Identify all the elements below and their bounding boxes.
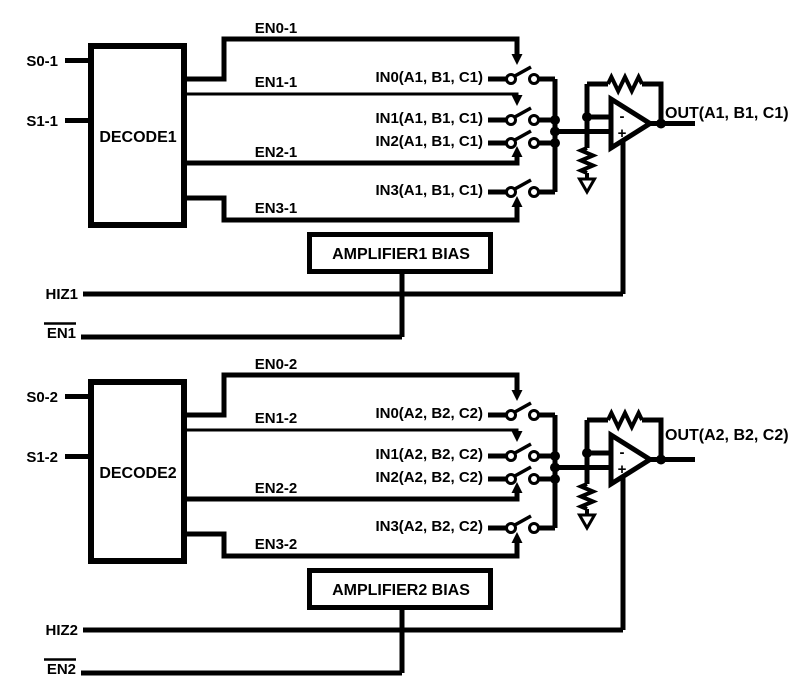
- circuit-2-linework: [44, 375, 695, 673]
- enable-line-label: EN2-1: [255, 144, 298, 161]
- input-line-label: IN3(A1, B1, C1): [375, 182, 483, 199]
- input-line-label: IN2(A1, B1, C1): [375, 133, 483, 150]
- select-input-label: S1-1: [26, 113, 58, 130]
- enable-line-label: EN3-1: [255, 200, 298, 217]
- input-line-label: IN0(A1, B1, C1): [375, 69, 483, 86]
- enable-line-label: EN2-2: [255, 480, 298, 497]
- input-line-label: IN1(A2, B2, C2): [375, 446, 483, 463]
- input-line-label: IN2(A2, B2, C2): [375, 469, 483, 486]
- select-input-label: S0-1: [26, 53, 58, 70]
- enable-line-label: EN1-2: [255, 410, 298, 427]
- enable-line-label: EN3-2: [255, 536, 298, 553]
- enable-line-label: EN0-2: [255, 356, 298, 373]
- bias-block-label: AMPLIFIER1 BIAS: [332, 246, 470, 263]
- circuit-2: S0-2 S1-2 DECODE2 EN0-2 EN1-2 EN2-2 EN3-…: [26, 356, 788, 678]
- input-line-label: IN1(A1, B1, C1): [375, 110, 483, 127]
- opamp-plus-label: +: [618, 125, 627, 142]
- output-label: OUT(A1, B1, C1): [665, 105, 789, 122]
- enable-bar-label: EN2: [47, 661, 76, 678]
- enable-line-label: EN1-1: [255, 74, 298, 91]
- enable-line-label: EN0-1: [255, 20, 298, 37]
- circuit-1-linework: [44, 39, 695, 337]
- decoder-label: DECODE1: [99, 129, 176, 146]
- enable-bar-label: EN1: [47, 325, 76, 342]
- bias-block-label: AMPLIFIER2 BIAS: [332, 582, 470, 599]
- input-line-label: IN0(A2, B2, C2): [375, 405, 483, 422]
- select-input-label: S0-2: [26, 389, 58, 406]
- circuit-1: S0-1 S1-1 DECODE1 EN0-1 EN1-1 EN2-1 EN3-…: [26, 20, 788, 342]
- opamp-minus-label: -: [620, 444, 625, 461]
- opamp-minus-label: -: [620, 108, 625, 125]
- input-line-label: IN3(A2, B2, C2): [375, 518, 483, 535]
- decoder-label: DECODE2: [99, 465, 176, 482]
- output-label: OUT(A2, B2, C2): [665, 427, 789, 444]
- select-input-label: S1-2: [26, 449, 58, 466]
- hiz-label: HIZ2: [45, 622, 78, 639]
- hiz-label: HIZ1: [45, 286, 78, 303]
- opamp-plus-label: +: [618, 461, 627, 478]
